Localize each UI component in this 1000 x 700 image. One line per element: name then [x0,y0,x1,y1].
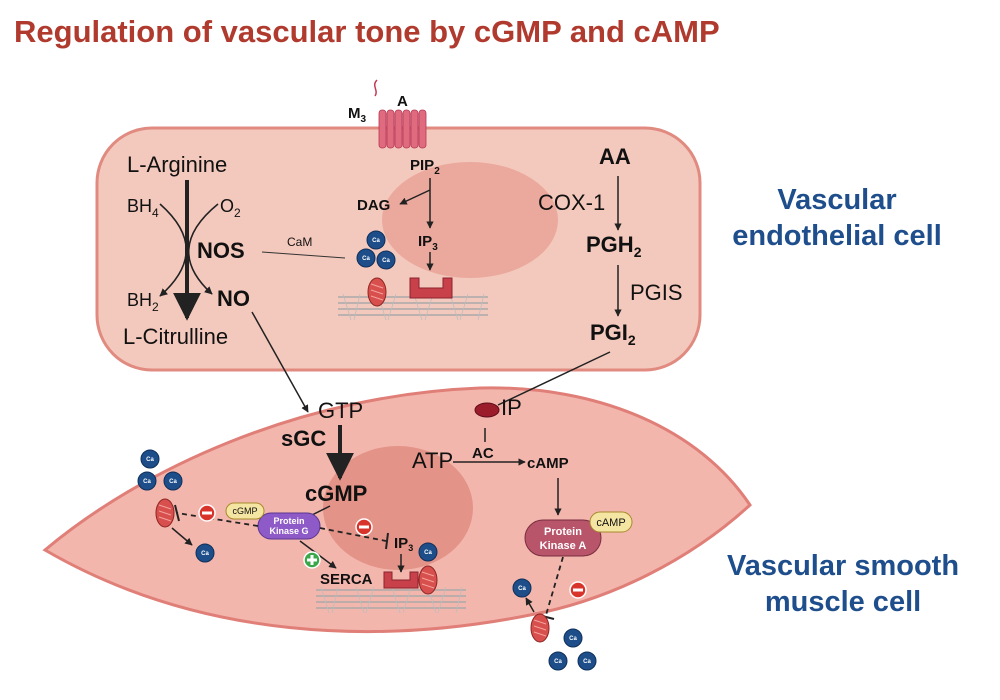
bh2-label: BH2 [127,290,159,314]
channel-to-calcium-arrow [525,597,535,613]
calcium-ion: Ca [577,651,597,671]
page-title: Regulation of vascular tone by cGMP and … [14,14,720,49]
bh4-label: BH4 [127,196,159,220]
svg-text:cGMP: cGMP [232,506,257,516]
inhibition-minus-icon [569,581,587,599]
svg-text:Ca: Ca [382,258,390,264]
sm-ip3-receptor [383,571,419,589]
svg-text:Ca: Ca [554,659,562,665]
pip2-branch-arrows [400,178,431,204]
calcium-ion: Ca [195,543,215,563]
dag-label: DAG [357,197,390,214]
pka-camp-tag [589,511,633,533]
pkg-inhibits-ip3 [319,527,387,542]
svg-text:Ca: Ca [583,659,591,665]
membrane-calcium-channel [530,613,550,643]
membrane-calcium-channel [155,498,175,528]
pkg-inhibits-channel [176,512,259,527]
pkg-cgmp-tag [225,502,265,520]
pgis-label: PGIS [630,280,683,305]
inhibit-bar [385,532,389,550]
pgi2-to-ip-arrow [497,351,611,406]
svg-text:Protein: Protein [544,526,582,538]
no-to-sgc-arrow [251,311,309,413]
pka-inhibits-channel [545,556,564,616]
bh4-to-bh2-arc [159,203,188,297]
calcium-ion: Ca [548,651,568,671]
svg-text:Ca: Ca [146,457,154,463]
atp-label: ATP [412,448,453,473]
inhibition-minus-icon [198,504,216,522]
pgh2-label: PGH2 [586,232,642,260]
inhibit-bar [174,504,180,522]
aa-label: AA [599,144,631,169]
svg-text:Ca: Ca [372,238,380,244]
protein-kinase-a [524,519,602,557]
m3-label: M3 [348,105,367,125]
nos-cam-link [261,251,346,259]
cgmp-label: cGMP [305,481,367,506]
cox1-label: COX-1 [538,190,605,215]
calcium-ion: Ca [376,250,396,270]
l-citrulline-label: L-Citrulline [123,324,228,349]
smooth-muscle-nucleus [323,446,473,570]
svg-text:Ca: Ca [362,256,370,262]
ip-receptor-label: IP [501,395,522,420]
m3-receptor [373,79,427,149]
ip3-receptor [409,277,453,299]
calcium-ion: Ca [418,542,438,562]
svg-text:Ca: Ca [143,479,151,485]
ip3-label: IP3 [418,233,438,253]
calcium-ion: Ca [140,449,160,469]
svg-text:Kinase A: Kinase A [540,540,587,552]
sgc-label: sGC [281,426,326,451]
calcium-ion: Ca [163,471,183,491]
svg-text:Ca: Ca [169,479,177,485]
svg-text:Kinase G: Kinase G [269,526,308,536]
svg-text:cAMP: cAMP [596,517,625,529]
o2-label: O2 [220,196,241,220]
gtp-label: GTP [318,398,363,423]
nos-label: NOS [197,238,245,263]
pip2-label: PIP2 [410,157,440,177]
no-label: NO [217,286,250,311]
calcium-ion: Ca [563,628,583,648]
svg-text:Ca: Ca [569,636,577,642]
serca-label: SERCA [320,571,373,588]
receptor-a-label: A [397,93,408,110]
pgi2-label: PGI2 [590,320,636,348]
calcium-channel [367,277,387,307]
cam-label: CaM [287,235,312,249]
calcium-ion: Ca [512,578,532,598]
sm-ip3-label: IP3 [394,535,413,553]
calcium-ion: Ca [356,248,376,268]
o2-to-no-arc [187,203,219,295]
channel-to-calcium-arrow [171,527,193,546]
smooth-muscle-cell-label: Vascular smooth muscle cell [726,550,960,619]
ac-label: AC [472,445,494,462]
endothelial-nucleus [382,162,558,278]
endothelial-cell-label: Vascular endothelial cell [732,184,942,253]
inhibition-minus-icon [355,518,373,536]
activation-plus-icon [303,551,321,569]
svg-text:Ca: Ca [201,551,209,557]
ip-receptor [474,402,500,418]
l-arginine-label: L-Arginine [127,152,227,177]
camp-label: cAMP [527,455,569,472]
sm-calcium-channel [418,565,438,595]
calcium-ion: Ca [366,230,386,250]
calcium-ion: Ca [137,471,157,491]
svg-text:Protein: Protein [273,516,304,526]
svg-text:Ca: Ca [518,586,526,592]
svg-text:Ca: Ca [424,550,432,556]
